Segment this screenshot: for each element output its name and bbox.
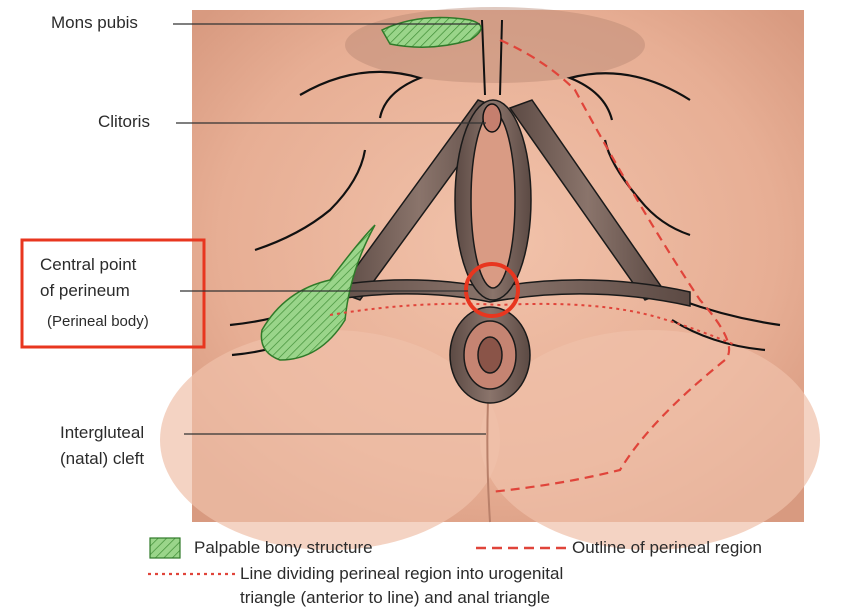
label-clitoris: Clitoris: [98, 111, 150, 133]
label-intergluteal-1: Intergluteal: [60, 422, 144, 444]
label-perineal-body: (Perineal body): [47, 311, 149, 333]
clitoris-shape: [483, 104, 501, 132]
label-mons-pubis: Mons pubis: [51, 12, 138, 34]
right-buttock: [480, 330, 820, 550]
legend-outline: Outline of perineal region: [572, 537, 762, 559]
legend-hatch-swatch: [150, 538, 180, 558]
legend-dividing-2: triangle (anterior to line) and anal tri…: [240, 587, 550, 609]
legend-dividing-1: Line dividing perineal region into uroge…: [240, 563, 563, 585]
label-central-point-1: Central point: [40, 254, 136, 276]
left-buttock: [160, 330, 500, 550]
legend-palpable: Palpable bony structure: [194, 537, 373, 559]
label-intergluteal-2: (natal) cleft: [60, 448, 144, 470]
label-central-point-2: of perineum: [40, 280, 130, 302]
